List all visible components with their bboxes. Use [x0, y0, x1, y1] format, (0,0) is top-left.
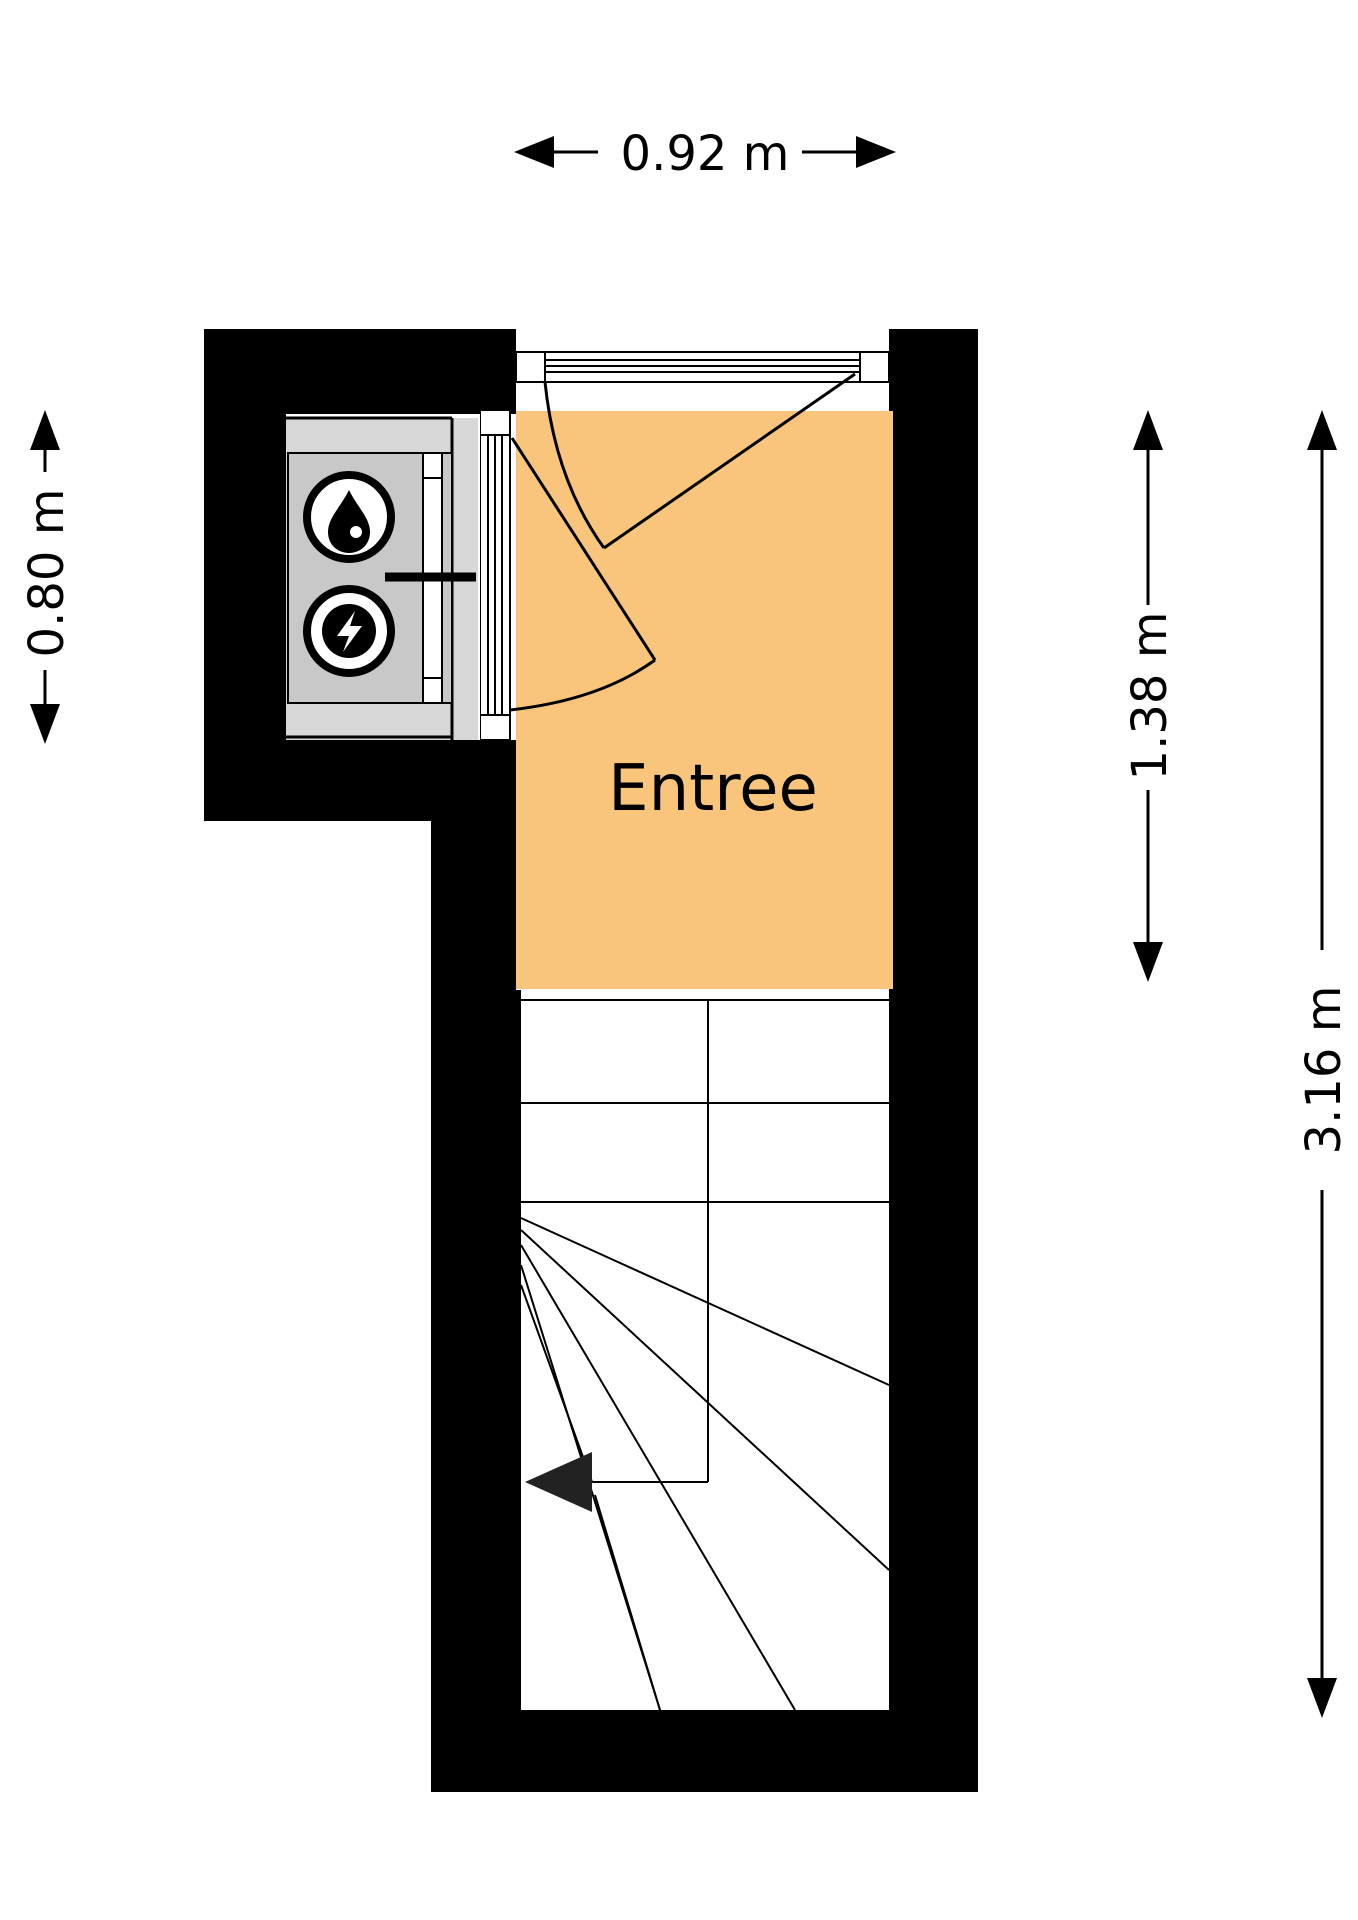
wall-stair-left [431, 990, 521, 1720]
dimension-left: 0.80 m [19, 410, 75, 744]
wall-alcove-left [204, 329, 286, 821]
door-jamb-left [515, 351, 546, 383]
wall-right [889, 329, 978, 1792]
stair-winder [520, 1284, 593, 1483]
triangle-arrow-left-icon [525, 1452, 592, 1512]
stair-winder [520, 1244, 796, 1711]
cupboard-jamb-bottom [479, 714, 511, 741]
cupboard-door-leaf [510, 437, 657, 661]
walls [204, 329, 978, 1792]
wall-left-upper [476, 740, 516, 1000]
staircase [520, 999, 890, 1711]
gas-meter [303, 471, 395, 563]
stair-area [521, 1000, 889, 1710]
dimension-right-outer-label: 3.16 m [1296, 986, 1352, 1155]
dimension-right-outer: 3.16 m [1296, 410, 1352, 1718]
door-jamb-right [859, 351, 890, 383]
room-label: Entree [608, 752, 818, 826]
front-door[interactable] [515, 351, 890, 550]
dimension-left-label: 0.80 m [19, 489, 75, 658]
door-leaf [603, 372, 856, 550]
room-entree-floor [516, 411, 893, 989]
meter-cupboard-door[interactable] [479, 409, 657, 741]
dimension-top: 0.92 m [514, 126, 896, 182]
door-swing-arc [543, 381, 606, 549]
meter-alcove [286, 414, 480, 740]
flame-drop-icon [328, 490, 370, 553]
electric-meter [303, 585, 395, 677]
dimension-top-label: 0.92 m [621, 126, 790, 182]
cupboard-jamb-top [479, 409, 511, 436]
cupboard-door-swing-arc [509, 658, 656, 712]
dimension-right-inner: 1.38 m [1122, 410, 1178, 982]
dimension-right-inner-label: 1.38 m [1122, 612, 1178, 781]
wall-bottom [431, 1710, 978, 1792]
stair-winder [520, 1217, 890, 1386]
stair-winder-lower [594, 1494, 661, 1711]
stair-winder [520, 1229, 890, 1571]
lightning-bolt-icon [337, 611, 362, 652]
